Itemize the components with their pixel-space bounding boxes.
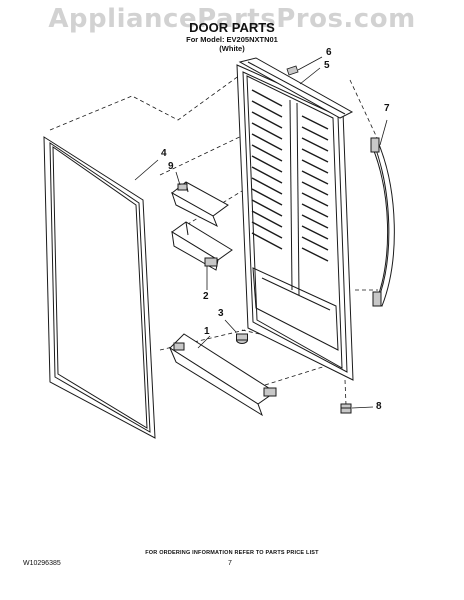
callout-leaders <box>134 56 388 409</box>
callout-5: 5 <box>324 60 330 71</box>
hinge-bushing <box>340 403 352 414</box>
top-clip <box>286 65 299 76</box>
ordering-note: FOR ORDERING INFORMATION REFER TO PARTS … <box>145 550 319 556</box>
callout-9: 9 <box>168 161 174 172</box>
callout-7: 7 <box>384 103 390 114</box>
color-line: (White) <box>219 44 245 53</box>
callout-1: 1 <box>204 326 210 337</box>
liner-ribs-left <box>251 89 283 250</box>
door-bin-lower <box>171 221 233 271</box>
document-number: W10296385 <box>23 560 61 567</box>
watermark: AppliancePartsPros.com <box>48 4 416 34</box>
door-handle <box>370 137 395 307</box>
callout-3: 3 <box>218 308 224 319</box>
page-number: 7 <box>228 560 232 567</box>
shelf-cap <box>236 333 248 344</box>
callout-8: 8 <box>376 401 382 412</box>
door-gasket <box>43 136 156 439</box>
callout-4: 4 <box>161 148 167 159</box>
bottom-door-shelf <box>168 333 277 417</box>
liner-ribs-right <box>301 115 329 262</box>
callout-2: 2 <box>203 291 209 302</box>
page-title: DOOR PARTS <box>189 20 275 35</box>
model-line: For Model: EV205NXTN01 <box>186 35 278 44</box>
callout-6: 6 <box>326 47 332 58</box>
door-bin-upper <box>171 181 229 228</box>
door-top-trim <box>238 57 354 119</box>
